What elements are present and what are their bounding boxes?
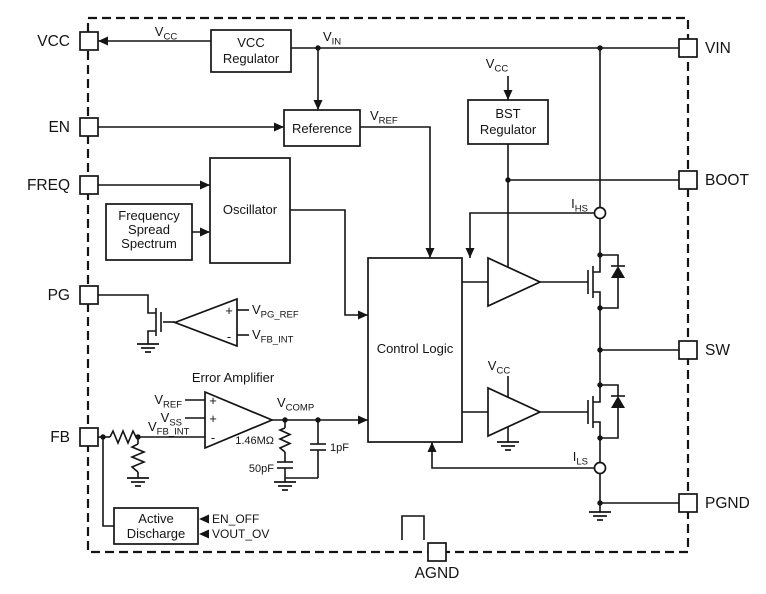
pin-en <box>79 117 99 137</box>
label-vss: VSS <box>161 410 182 429</box>
label-vcc-regulator-1: VCC <box>237 35 264 50</box>
ea-plus-vss: + <box>209 411 217 426</box>
label-freq-spread-3: Spectrum <box>121 236 177 251</box>
label-active-discharge-1: Active <box>138 511 173 526</box>
block-vcc-regulator <box>210 29 292 73</box>
pg-comparator <box>172 297 238 348</box>
label-vfb-int-pg: VFB_INT <box>252 327 294 346</box>
pin-label-vin: VIN <box>705 40 731 57</box>
pin-pg <box>79 285 99 305</box>
label-error-amplifier: Error Amplifier <box>192 370 275 385</box>
polarity-marks: + - + + - <box>209 303 233 445</box>
pg-pulldown-fet <box>155 308 162 336</box>
label-vcc-regulator-2: Regulator <box>223 51 280 66</box>
label-hf-cap: 1pF <box>330 442 349 454</box>
label-vin-rail: VIN <box>323 29 341 48</box>
pin-fb <box>79 427 99 447</box>
pin-label-en: EN <box>48 119 70 136</box>
function-blocks <box>105 29 549 545</box>
block-reference <box>283 109 361 147</box>
fb-divider-resistor <box>129 443 147 473</box>
fb-series-resistor <box>109 428 137 446</box>
label-vfb-int-ea: VFB_INT <box>148 419 190 438</box>
pin-label-boot: BOOT <box>705 172 749 189</box>
component-labels: 1.46MΩ 50pF 1pF <box>235 435 349 475</box>
label-oscillator: Oscillator <box>223 202 278 217</box>
label-control-logic: Control Logic <box>377 341 454 356</box>
block-active-discharge <box>113 507 199 545</box>
pin-label-sw: SW <box>705 342 730 359</box>
low-side-driver <box>487 386 543 438</box>
ea-plus-vref: + <box>209 393 217 408</box>
label-ils: ILS <box>573 449 588 468</box>
label-active-discharge-2: Discharge <box>127 526 186 541</box>
ground-icon <box>496 441 520 451</box>
high-side-driver <box>487 256 543 308</box>
pin-boxes <box>79 31 698 562</box>
pin-label-agnd: AGND <box>415 565 460 582</box>
error-amplifier-symbol <box>204 390 275 450</box>
label-comp-cap: 50pF <box>249 463 274 475</box>
label-bst-regulator-1: BST <box>495 106 520 121</box>
block-labels: VCC Regulator Reference BST Regulator Os… <box>118 35 537 541</box>
label-freq-spread-2: Spread <box>128 222 170 237</box>
label-en-off: EN_OFF <box>212 512 259 526</box>
pin-label-vcc: VCC <box>37 33 70 50</box>
label-vref-out: VREF <box>370 108 398 127</box>
ea-minus-vfb: - <box>211 430 215 445</box>
ground-icon <box>273 481 297 491</box>
ihs-current-sensor <box>593 206 607 220</box>
ground-icon <box>136 343 160 353</box>
mosfets <box>155 265 625 428</box>
label-vout-ov: VOUT_OV <box>212 527 269 541</box>
label-vcc-rail: VCC <box>155 24 178 43</box>
label-vcc-bst: VCC <box>486 56 509 75</box>
ground-icon <box>126 477 150 487</box>
pin-pgnd <box>678 493 698 513</box>
label-ihs: IHS <box>571 196 588 215</box>
pin-label-pgnd: PGND <box>705 495 750 512</box>
passives <box>109 427 326 473</box>
ils-current-sensor <box>593 461 607 475</box>
pin-freq <box>79 175 99 195</box>
pg-comp-minus: - <box>227 329 231 344</box>
pin-label-pg: PG <box>48 287 70 304</box>
pin-vcc <box>79 31 99 51</box>
pin-boot <box>678 170 698 190</box>
label-bst-regulator-2: Regulator <box>480 122 537 137</box>
label-vref-in: VREF <box>154 392 182 411</box>
body-diode-icon <box>611 266 625 278</box>
high-side-fet <box>587 265 625 298</box>
pg-comp-plus: + <box>225 303 233 318</box>
chip-boundary <box>86 16 690 554</box>
junctions <box>100 45 603 506</box>
label-vcomp: VCOMP <box>277 395 314 414</box>
label-reference: Reference <box>292 121 352 136</box>
pin-agnd <box>427 542 447 562</box>
pin-label-fb: FB <box>50 429 70 446</box>
block-oscillator <box>209 157 291 264</box>
label-comp-resistor: 1.46MΩ <box>235 435 274 447</box>
pin-labels: VCC EN FREQ PG FB VIN BOOT SW PGND AGND <box>27 33 750 582</box>
low-side-fet <box>587 395 625 428</box>
comp-resistor <box>277 427 292 453</box>
ground-icon <box>588 511 612 521</box>
block-control-logic <box>367 257 463 443</box>
pin-vin <box>678 38 698 58</box>
pin-label-freq: FREQ <box>27 177 70 194</box>
label-vcc-lsdriver: VCC <box>488 358 511 377</box>
body-diode-icon <box>611 396 625 408</box>
label-freq-spread-1: Frequency <box>118 208 180 223</box>
amplifiers <box>172 256 543 450</box>
pin-sw <box>678 340 698 360</box>
signal-labels: VCC VIN VREF VCC IHS VPG_REF VFB_INT VRE… <box>148 24 588 468</box>
label-vpg-ref: VPG_REF <box>252 302 299 321</box>
control-signal-labels: EN_OFF VOUT_OV <box>212 512 269 541</box>
